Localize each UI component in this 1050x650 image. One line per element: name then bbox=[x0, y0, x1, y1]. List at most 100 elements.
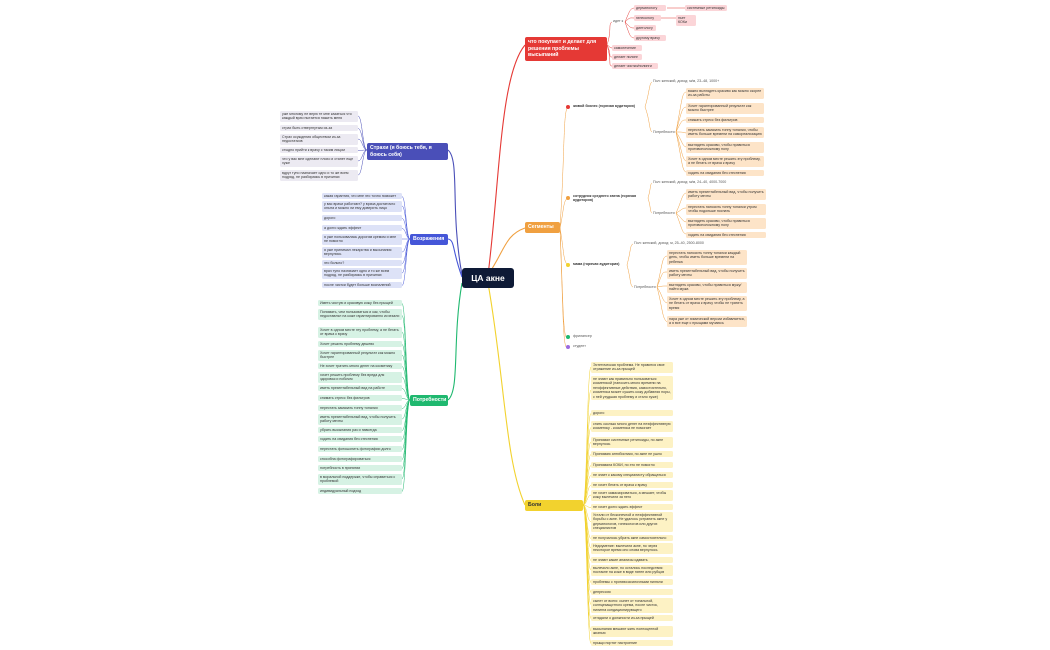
segment-3-title[interactable]: мама (горячая аудитория) bbox=[573, 262, 620, 266]
fears-branch-title[interactable]: Страхи (я боюсь тебя, я боюсь себя) bbox=[367, 143, 448, 160]
pain-item[interactable]: Принимаю антибиотики, но акне не ушло bbox=[591, 451, 673, 458]
red-leaf-peeling[interactable]: делает пилинг bbox=[612, 54, 642, 61]
pain-item[interactable]: депрессия bbox=[591, 589, 673, 596]
objections-branch-title[interactable]: Возражения bbox=[410, 234, 448, 245]
red-leaf-dermatologist[interactable]: дерматологу bbox=[634, 5, 666, 12]
need-item[interactable]: потребность в принятии bbox=[318, 465, 402, 472]
pain-item[interactable]: Принимал системные ретиноиды, но акне ве… bbox=[591, 437, 673, 448]
segment-3-needs-label[interactable]: Потребности bbox=[634, 285, 656, 289]
segment-1-need[interactable]: перестать замазать тонну тоналки, чтобы … bbox=[686, 127, 764, 138]
need-item[interactable]: Хочет решить проблему дешево bbox=[318, 341, 402, 348]
need-item[interactable]: ходить на свидания без стеснения bbox=[318, 436, 402, 443]
pain-item[interactable]: Недоумение: вылечили акне, но через неко… bbox=[591, 543, 673, 554]
pain-item[interactable]: не хочет замаскироваться, а мешает, чтоб… bbox=[591, 490, 673, 501]
red-leaf-retinoids[interactable]: системные ретиноиды bbox=[685, 5, 727, 12]
red-leaf-cleansing[interactable]: делает чистки/пилинги bbox=[612, 63, 658, 70]
red-leaf-coc[interactable]: пьет КОКи bbox=[676, 15, 696, 26]
pain-item[interactable]: не получалось убрать акне самостоятельно bbox=[591, 535, 673, 542]
objection-item[interactable]: это больно? bbox=[322, 260, 402, 267]
segment-1-need[interactable]: выглядеть красиво, чтобы нравиться проти… bbox=[686, 142, 764, 153]
objection-item[interactable]: я уже принимал лекарства и высыпания вер… bbox=[322, 247, 402, 258]
red-leaf-gynecologist[interactable]: гинекологу bbox=[634, 15, 661, 22]
objection-item[interactable]: после чистки будет больше воспалений bbox=[322, 282, 402, 289]
pain-item[interactable]: не знают как правильно пользоваться косм… bbox=[591, 376, 673, 401]
need-item[interactable]: Хочет гарантированный результат как можн… bbox=[318, 350, 402, 361]
need-item[interactable]: Иметь чистую и красивую кожу без прыщей bbox=[318, 300, 402, 307]
pain-item[interactable]: спить сколько много денег на неэффективн… bbox=[591, 421, 673, 432]
pain-item[interactable]: не знают какие анализы сдавать bbox=[591, 557, 673, 564]
goes-to-node[interactable]: идет к bbox=[613, 19, 624, 23]
pain-item[interactable]: сыпет от всего: сыпет от тональной, солн… bbox=[591, 598, 673, 614]
pain-item[interactable]: вылечило акне, но остались последствия: … bbox=[591, 565, 673, 576]
pain-item[interactable]: не хочет долго ждать эффект bbox=[591, 504, 673, 511]
segment-1-need[interactable]: Хочет в одном месте решить эту проблему,… bbox=[686, 156, 764, 167]
fear-item[interactable]: Страх осуждения обществом из-за недостат… bbox=[280, 134, 358, 145]
red-leaf-self-treatment[interactable]: самолечение bbox=[612, 45, 642, 52]
pain-item[interactable]: Устали от бесконечной и неэффективной бо… bbox=[591, 512, 673, 532]
segment-2-need[interactable]: перестать наносить тонну тоналки утром ч… bbox=[686, 204, 766, 215]
red-branch-title[interactable]: что покупает и делает для решения пробле… bbox=[525, 37, 607, 61]
segment-2-need[interactable]: ходить на свидания без стеснения bbox=[686, 232, 766, 239]
need-item[interactable]: индивидуальный подход bbox=[318, 488, 402, 495]
connector-line bbox=[357, 138, 368, 151]
pain-item[interactable]: не знает к какому специалисту обращаться bbox=[591, 472, 673, 479]
segment-1-title[interactable]: живой бизнес (горячая аудитория) bbox=[573, 104, 635, 108]
segment-1-need[interactable]: снижать стресс без фильтров bbox=[686, 117, 764, 124]
need-item[interactable]: иметь презентабельный вид на работе bbox=[318, 385, 402, 392]
segment-3-need[interactable]: иметь презентабельный вид, чтобы получит… bbox=[667, 268, 747, 279]
red-leaf-dietitian[interactable]: диетологу bbox=[634, 25, 656, 32]
need-item[interactable]: хочет решить проблему без вреда для здор… bbox=[318, 372, 402, 383]
fear-item[interactable]: уже многому не верю те мне казаться что … bbox=[280, 111, 358, 122]
segment-3-need[interactable]: Хочет в одном месте решить эту проблему,… bbox=[667, 296, 747, 312]
segment-3-need[interactable]: пара уже от химической версии избавляетс… bbox=[667, 316, 747, 327]
objection-item[interactable]: дорого bbox=[322, 215, 402, 222]
center-node[interactable]: ЦА акне bbox=[462, 268, 514, 288]
objection-item[interactable]: врач тупо назначает одно и то же всем по… bbox=[322, 268, 402, 279]
need-item[interactable]: иметь презентабельный вид, чтобы получит… bbox=[318, 414, 402, 425]
segment-2-title[interactable]: сотрудник среднего звена (горячая аудито… bbox=[573, 194, 637, 203]
segment-3-need[interactable]: перестать наносить тонну тоналки каждый … bbox=[667, 250, 747, 266]
need-item[interactable]: в моральной поддержке, чтобы справиться … bbox=[318, 474, 402, 485]
segment-1-need[interactable]: важно выглядеть красиво как можно скорее… bbox=[686, 88, 764, 99]
need-item[interactable]: Хочет в одном месте эту проблему, а не б… bbox=[318, 327, 402, 338]
pain-item[interactable]: высыпания мешают жить полноценной жизнью bbox=[591, 626, 673, 637]
segment-freelancer[interactable]: фрилансер bbox=[573, 334, 592, 338]
red-leaf-other-doctor[interactable]: другому врачу bbox=[634, 35, 666, 42]
segment-2-need[interactable]: иметь презентабельный вид, чтобы получит… bbox=[686, 189, 766, 200]
needs-branch-title[interactable]: Потребности bbox=[410, 395, 448, 406]
objection-item[interactable]: какая гарантия, что мне это точно поможе… bbox=[322, 193, 402, 200]
pain-item[interactable]: проблемы с противозачаточными пилюли bbox=[591, 579, 673, 586]
pain-item[interactable]: дорого bbox=[591, 410, 673, 417]
objection-item[interactable]: у вас врачи работают? у врача достаточно… bbox=[322, 201, 402, 212]
pain-item[interactable]: не хочет бегать от врача к врачу bbox=[591, 482, 673, 489]
need-item[interactable]: перестать замазать тонну тоналки bbox=[318, 405, 402, 412]
fear-item[interactable]: страх быть отвергнутым из-за bbox=[280, 125, 358, 132]
pains-branch-title[interactable]: Боли bbox=[525, 500, 583, 511]
objection-item[interactable]: я уже пользовалась дорогим кремом и мне … bbox=[322, 234, 402, 245]
need-item[interactable]: способна фотографироваться bbox=[318, 456, 402, 463]
segment-student[interactable]: студент bbox=[573, 344, 586, 348]
need-item[interactable]: перестать фотошопить фотографии долго bbox=[318, 446, 402, 453]
fear-item[interactable]: стыдно прийти к врачу с таким лицом bbox=[280, 147, 358, 154]
segment-1-need[interactable]: Хочет гарантированный результат как можн… bbox=[686, 103, 764, 114]
objection-item[interactable]: а долго ждать эффект bbox=[322, 225, 402, 232]
need-item[interactable]: Понимать, чем пользоваться и как, чтобы … bbox=[318, 309, 402, 320]
segment-2-need[interactable]: выглядеть красиво, чтобы нравиться проти… bbox=[686, 218, 766, 229]
segment-2-needs-label[interactable]: Потребности bbox=[653, 211, 675, 215]
need-item[interactable]: снимать стресс без фильтров bbox=[318, 395, 402, 402]
segment-3-need[interactable]: выглядеть красиво, чтобы нравиться мужу/… bbox=[667, 282, 747, 293]
pain-item[interactable]: прыщи портят настроение bbox=[591, 640, 673, 647]
fear-item[interactable]: что у вас мне сделают плохо и станет еще… bbox=[280, 156, 358, 167]
pain-item[interactable]: отгадали о должности из-за прыщей bbox=[591, 615, 673, 622]
pain-item[interactable]: Принимала КОКИ, но это не помогло bbox=[591, 462, 673, 469]
connector-line bbox=[582, 504, 592, 644]
need-item[interactable]: убрать высыпания раз и навсегда bbox=[318, 427, 402, 434]
pain-item[interactable]: Эстетическая проблема. Не нравится свое … bbox=[591, 362, 673, 373]
segment-1-needs-label[interactable]: Потребности bbox=[653, 130, 675, 134]
connector-line bbox=[401, 205, 411, 240]
segment-1-need[interactable]: ходить на свидания без стеснения bbox=[686, 170, 764, 177]
fear-item[interactable]: вдруг тупо назначает одно и то же всем п… bbox=[280, 170, 358, 181]
segments-branch-title[interactable]: Сегменты bbox=[525, 222, 560, 233]
connector-line bbox=[582, 494, 592, 506]
need-item[interactable]: Не хочет тратить много денег на косметик… bbox=[318, 363, 402, 370]
